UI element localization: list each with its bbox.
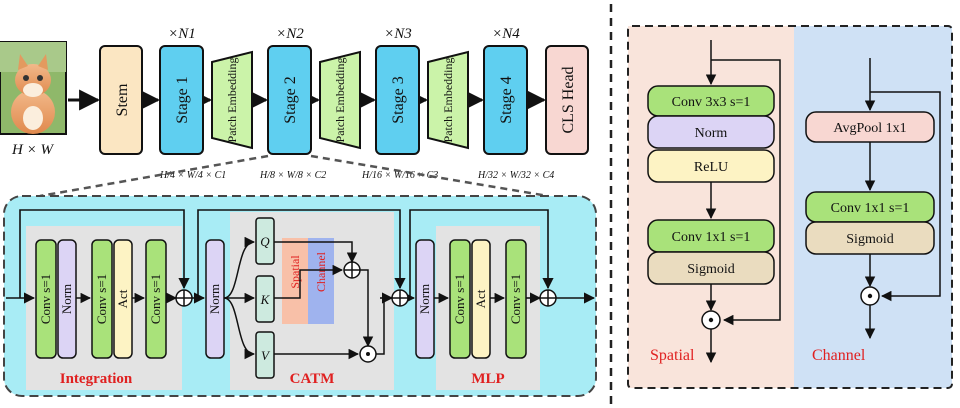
integration-act-label: Act xyxy=(115,289,130,308)
stage-3-shape: H/16 × W/16 × C3 xyxy=(361,170,438,181)
spatial-norm xyxy=(647,115,775,149)
mlp-norm-label: Norm xyxy=(417,284,432,314)
cls-head-label: CLS Head xyxy=(560,66,577,133)
add-node-2 xyxy=(391,289,409,307)
channel-caption: Channel xyxy=(812,347,866,364)
stage-3-block xyxy=(375,45,420,155)
integration-conv-3-label: Conv s=1 xyxy=(148,274,163,324)
top-pipeline: H × W Stem Stage 1 ×N1 Patch Embedding S… xyxy=(0,26,589,198)
catm-channel-label: Channel xyxy=(314,251,328,292)
stem-block xyxy=(99,45,143,155)
stage-4-shape: H/32 × W/32 × C4 xyxy=(477,170,554,181)
stage-4-block xyxy=(483,45,528,155)
integration-conv-2 xyxy=(91,239,113,359)
patch-embedding-1 xyxy=(211,50,253,150)
q-box xyxy=(255,217,275,265)
catm-multiply-node xyxy=(359,345,377,363)
integration-title: Integration xyxy=(60,371,133,387)
spatial-norm-label: Norm xyxy=(695,126,728,141)
q-label: Q xyxy=(260,234,270,249)
v-box xyxy=(255,331,275,379)
spatial-conv3x3-label: Conv 3x3 s=1 xyxy=(672,95,751,110)
k-label: K xyxy=(260,292,271,307)
integration-conv-1-label: Conv s=1 xyxy=(38,274,53,324)
integration-conv-1 xyxy=(35,239,57,359)
mlp-act-label: Act xyxy=(473,289,488,308)
stage-1-shape: H/4 × W/4 × C1 xyxy=(159,170,226,181)
stage-4-repeat: ×N4 xyxy=(492,26,520,42)
stage-2-shape: H/8 × W/8 × C2 xyxy=(259,170,326,181)
spatial-sigmoid-label: Sigmoid xyxy=(687,262,734,277)
mlp-conv-1 xyxy=(449,239,471,359)
channel-conv1x1-label: Conv 1x1 s=1 xyxy=(831,201,910,216)
add-node-1 xyxy=(175,289,193,307)
integration-act xyxy=(113,239,133,359)
stage-2-label: Stage 2 xyxy=(282,76,299,124)
catm-title: CATM xyxy=(290,371,335,387)
integration-conv-3 xyxy=(145,239,167,359)
stage-2-block xyxy=(267,45,312,155)
spatial-multiply-node xyxy=(701,310,721,330)
stage-2-repeat: ×N2 xyxy=(276,26,304,42)
patch-embedding-2-label: Patch Embedding xyxy=(333,58,347,143)
branches-frame xyxy=(627,25,953,389)
stage-3-label: Stage 3 xyxy=(390,76,407,124)
mlp-conv-1-label: Conv s=1 xyxy=(452,274,467,324)
catm-norm-label: Norm xyxy=(207,284,222,314)
input-image xyxy=(0,41,67,135)
block-detail: Conv s=1 Norm Conv s=1 Act Conv s=1 Inte… xyxy=(3,195,597,397)
catm-spatial-label: Spatial xyxy=(288,255,302,289)
patch-embedding-1-label: Patch Embedding xyxy=(225,58,239,143)
channel-avgpool-label: AvgPool 1x1 xyxy=(833,121,906,136)
stage-1-block xyxy=(159,45,204,155)
mlp-title: MLP xyxy=(471,371,504,387)
channel-group: Conv 1x1 s=1 Sigmoid xyxy=(805,191,935,255)
mlp-conv-2 xyxy=(505,239,527,359)
spatial-bar xyxy=(282,238,308,324)
mlp-norm xyxy=(415,239,435,359)
integration-conv-2-label: Conv s=1 xyxy=(94,274,109,324)
channel-bar xyxy=(308,238,334,324)
input-size-label: H × W xyxy=(11,142,54,158)
k-box xyxy=(255,275,275,323)
integration-norm xyxy=(57,239,77,359)
spatial-group-1: Conv 3x3 s=1 Norm ReLU xyxy=(647,85,775,183)
mlp-act xyxy=(471,239,491,359)
stage-3-repeat: ×N3 xyxy=(384,26,412,42)
spatial-group-2: Conv 1x1 s=1 Sigmoid xyxy=(647,219,775,285)
v-label: V xyxy=(261,348,271,363)
cls-head-block xyxy=(545,45,589,155)
patch-embedding-3 xyxy=(427,50,469,150)
mlp-conv-2-label: Conv s=1 xyxy=(508,274,523,324)
add-node-3 xyxy=(539,289,557,307)
channel-multiply-node xyxy=(860,286,880,306)
channel-sigmoid-label: Sigmoid xyxy=(846,232,893,247)
patch-embedding-3-label: Patch Embedding xyxy=(441,58,455,143)
stage-1-label: Stage 1 xyxy=(174,76,191,124)
catm-norm xyxy=(205,239,225,359)
stage-4-label: Stage 4 xyxy=(498,76,515,124)
spatial-relu-label: ReLU xyxy=(694,160,728,175)
integration-norm-label: Norm xyxy=(59,284,74,314)
catm-add-node xyxy=(343,261,361,279)
stage-1-repeat: ×N1 xyxy=(168,26,196,42)
spatial-conv1x1-label: Conv 1x1 s=1 xyxy=(672,230,751,245)
stem-label: Stem xyxy=(114,83,131,116)
patch-embedding-2 xyxy=(319,50,361,150)
attention-branches: Conv 3x3 s=1 Norm ReLU Conv 1x1 s=1 Sigm… xyxy=(627,25,953,389)
spatial-caption: Spatial xyxy=(650,347,695,364)
